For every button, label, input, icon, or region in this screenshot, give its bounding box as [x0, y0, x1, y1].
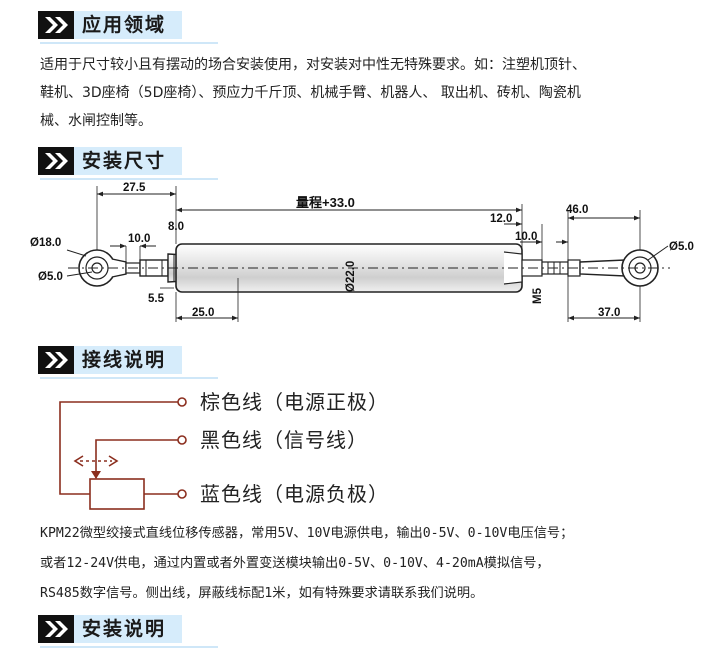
- wiring-description: KPM22微型绞接式直线位移传感器，常用5V、10V电源供电，输出0-5V、0-…: [40, 519, 700, 609]
- chevron-icon: [38, 615, 74, 643]
- dim-label: 量程+33.0: [296, 195, 355, 210]
- section-title: 接线说明: [74, 346, 182, 374]
- dim-label: Ø5.0: [38, 271, 63, 283]
- chevron-icon: [38, 11, 74, 39]
- dim-label: 25.0: [192, 307, 214, 319]
- section-header-installation: 安装说明: [38, 614, 182, 644]
- section-header-application: 应用领域: [38, 10, 182, 40]
- wire-label-brown: 棕色线（电源正极）: [200, 391, 389, 414]
- wire-label-blue: 蓝色线（电源负极）: [200, 483, 389, 506]
- header-underline: [40, 646, 218, 648]
- header-underline: [40, 178, 218, 180]
- dim-label: Ø18.0: [30, 237, 61, 249]
- dim-label: 12.0: [490, 213, 512, 225]
- dim-label: Ø5.0: [669, 241, 694, 253]
- dim-label: Ø22.0: [345, 261, 357, 292]
- section-title: 应用领域: [74, 11, 182, 39]
- text-line: 或者12-24V供电，通过内置或者外置变送模块输出0-5V、0-10V、4-20…: [40, 556, 550, 571]
- dim-label: M5: [532, 287, 544, 304]
- dim-label: 46.0: [566, 204, 588, 216]
- application-text: 适用于尺寸较小且有摆动的场合安装使用，对安装对中性无特殊要求。如：注塑机顶针、 …: [40, 51, 700, 135]
- wire-label-black: 黑色线（信号线）: [200, 429, 368, 452]
- header-underline: [40, 42, 218, 44]
- text-line: 鞋机、3D座椅（5D座椅）、预应力千斤顶、机械手臂、机器人、 取出机、砖机、陶瓷…: [40, 85, 581, 101]
- text-line: 适用于尺寸较小且有摆动的场合安装使用，对安装对中性无特殊要求。如：注塑机顶针、: [40, 57, 586, 73]
- dimension-drawing: 27.5 量程+33.0 8.0 12.0 46.0 Ø18.0 10.0 10…: [30, 182, 694, 322]
- text-line: KPM22微型绞接式直线位移传感器，常用5V、10V电源供电，输出0-5V、0-…: [40, 526, 574, 541]
- section-title: 安装说明: [74, 615, 182, 643]
- section-header-wiring: 接线说明: [38, 345, 182, 375]
- dim-label: 5.5: [148, 293, 165, 305]
- right-rod: [503, 249, 659, 287]
- header-underline: [40, 377, 218, 379]
- wiring-diagram: 棕色线（电源正极） 黑色线（信号线） 蓝色线（电源负极）: [59, 391, 389, 510]
- dim-label: 8.0: [168, 221, 184, 233]
- section-title: 安装尺寸: [74, 147, 182, 175]
- chevron-icon: [38, 147, 74, 175]
- dim-label: 37.0: [598, 307, 620, 319]
- text-line: RS485数字信号。侧出线，屏蔽线标配1米，如有特殊要求请联系我们说明。: [40, 586, 484, 601]
- dimension-lines: [66, 191, 669, 321]
- section-header-dimensions: 安装尺寸: [38, 146, 182, 176]
- text-line: 械、水闸控制等。: [40, 113, 152, 129]
- dim-label: 27.5: [123, 182, 146, 194]
- chevron-icon: [38, 346, 74, 374]
- dim-label: 10.0: [128, 233, 150, 245]
- dim-label: 10.0: [515, 231, 537, 243]
